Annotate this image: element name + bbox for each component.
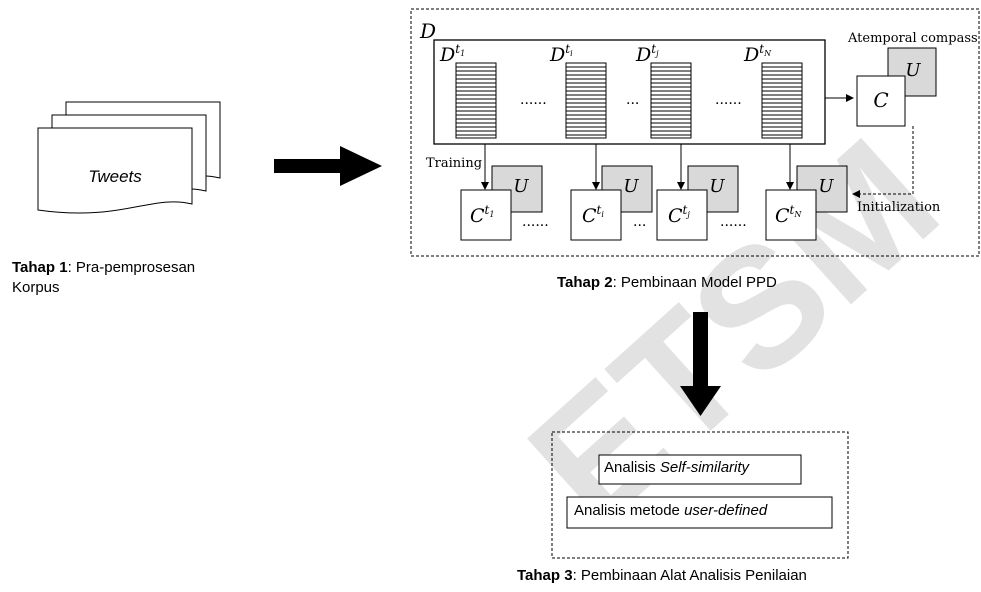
model-i-label: Cti: [582, 203, 604, 227]
compass-title: Atemporal compass: [847, 31, 978, 46]
stage3-caption: Tahap 3: Pembinaan Alat Analisis Penilai…: [517, 566, 807, 586]
model-n-label: CtN: [775, 203, 802, 227]
stage3-panel: [551, 431, 849, 559]
model-n-u: U: [818, 176, 834, 197]
corpus-label: D: [419, 19, 436, 43]
stage1-caption-prefix: Tahap 1: [12, 259, 68, 276]
temporal-model-i: U Cti: [570, 165, 653, 241]
stage1-caption-line2: Korpus: [12, 279, 60, 296]
training-arrows: [481, 144, 794, 190]
stage2-caption: Tahap 2: Pembinaan Model PPD: [557, 273, 777, 293]
slice-block-1: [455, 62, 497, 139]
stage3-caption-prefix: Tahap 3: [517, 567, 573, 584]
model-1-label: Ct1: [470, 203, 494, 227]
model-j-label: Ctj: [668, 203, 690, 227]
tweets-label: Tweets: [88, 167, 142, 186]
initialization-arrow: [852, 126, 914, 198]
temporal-model-1: U Ct1: [460, 165, 543, 241]
user-defined-box: [566, 496, 833, 529]
stage2-caption-text: : Pembinaan Model PPD: [612, 274, 777, 291]
arrow-stage2-to-stage3: [680, 312, 721, 416]
corpus-box: [433, 39, 826, 145]
model-i-u: U: [623, 176, 639, 197]
slice-label-n: DtN: [743, 42, 772, 66]
dots-3: ......: [715, 92, 742, 108]
model-j-u: U: [709, 176, 725, 197]
model-dots-1: ......: [522, 214, 549, 230]
temporal-model-n: U CtN: [765, 165, 848, 241]
slice-label-i: Dti: [549, 42, 573, 66]
slice-blocks: [455, 62, 803, 139]
slice-block-4: [761, 62, 803, 139]
slice-label-j: Dtj: [635, 42, 659, 66]
training-label: Training: [426, 156, 482, 171]
slice-block-2: [565, 62, 607, 139]
stage2-caption-prefix: Tahap 2: [557, 274, 613, 291]
stage3-caption-text: : Pembinaan Alat Analisis Penilaian: [572, 567, 807, 584]
user-defined-label: Analisis metode user-defined: [574, 502, 768, 519]
model-1-u: U: [513, 176, 529, 197]
compass-u-label: U: [905, 60, 921, 81]
stage2-panel: [410, 8, 980, 257]
slice-label-1: Dt1: [439, 42, 465, 66]
dots-short: ...: [626, 92, 639, 108]
self-similarity-box: [598, 454, 802, 485]
tweets-document-stack: Tweets: [37, 101, 221, 214]
arrow-stage1-to-stage2: [274, 146, 382, 186]
temporal-model-j: U Ctj: [656, 165, 739, 241]
compass-c-label: C: [873, 88, 888, 112]
self-similarity-label: Analisis Self-similarity: [604, 459, 750, 476]
model-dots-2: ...: [633, 214, 646, 230]
stage1-caption: Tahap 1: Pra-pemprosesan Korpus: [12, 258, 195, 298]
stage1-caption-text: : Pra-pemprosesan: [67, 259, 196, 276]
compass-block: U C: [856, 47, 937, 127]
initialization-label: Initialization: [857, 200, 941, 215]
slice-block-3: [650, 62, 692, 139]
dots-1: ......: [520, 92, 547, 108]
model-dots-3: ......: [720, 214, 747, 230]
